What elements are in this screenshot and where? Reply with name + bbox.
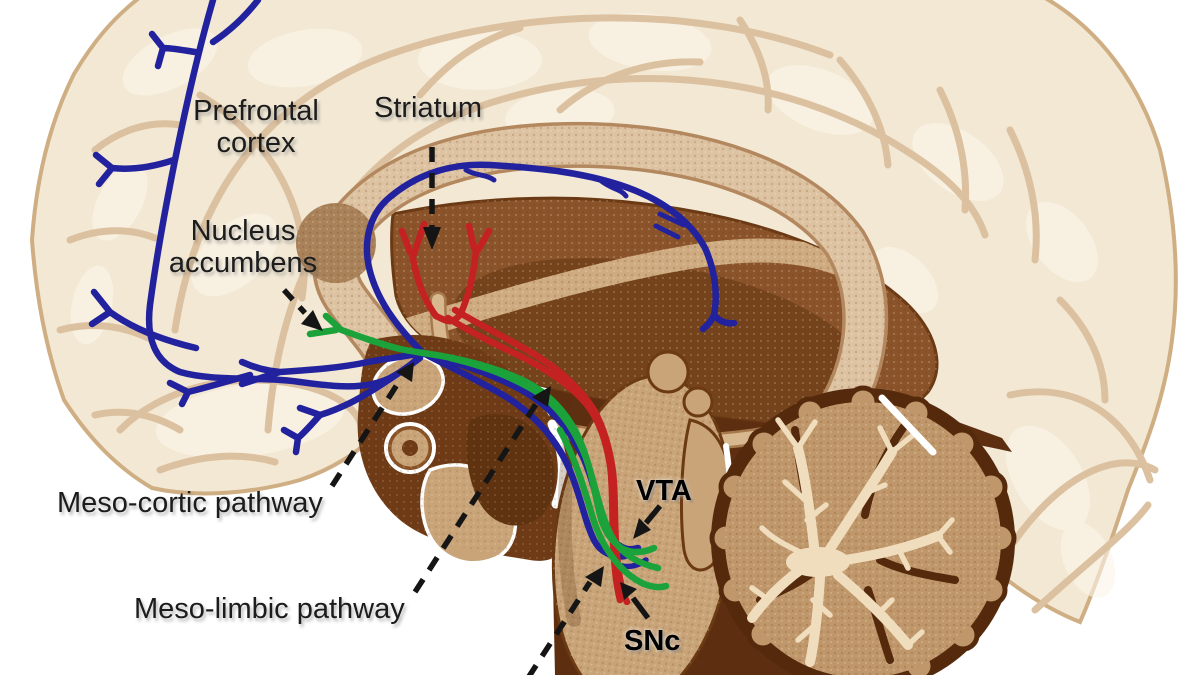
- meso-cortic-pathway-label: Meso-cortic pathway: [57, 487, 323, 519]
- meso-cortic-leader-line: [329, 362, 414, 488]
- snc-pointer-arrow: [620, 582, 651, 620]
- mesolimbic-pathway-fibers: [306, 312, 670, 591]
- striatum-label: Striatum: [374, 92, 482, 124]
- nucleus-accumbens-pointer-arrow: [281, 288, 323, 331]
- meso-limbic-pathway-label: Meso-limbic pathway: [134, 593, 405, 625]
- annotation-arrows: [281, 147, 663, 675]
- nigrostriatal-leader-line: [526, 566, 604, 675]
- vta-pointer-arrow: [633, 504, 663, 539]
- vta-label: VTA: [636, 475, 692, 507]
- nucleus-accumbens-label: Nucleus accumbens: [148, 215, 338, 280]
- prefrontal-cortex-label-line2: cortex: [216, 126, 296, 159]
- snc-label: SNc: [624, 625, 681, 657]
- prefrontal-cortex-label-line1: Prefrontal: [193, 95, 319, 127]
- nucleus-accumbens-label-line1: Nucleus: [190, 215, 296, 247]
- nucleus-accumbens-label-line2: accumbens: [168, 246, 318, 279]
- meso-limbic-leader-line: [412, 386, 551, 594]
- prefrontal-cortex-label: Prefrontal cortex: [150, 95, 362, 160]
- striatum-pointer-arrow: [423, 147, 441, 250]
- mesocortical-pathway-fibers: [88, 0, 738, 570]
- arbor-vitae: [747, 417, 955, 667]
- corpus-callosum: [296, 121, 889, 439]
- cerebellum: [709, 385, 1017, 675]
